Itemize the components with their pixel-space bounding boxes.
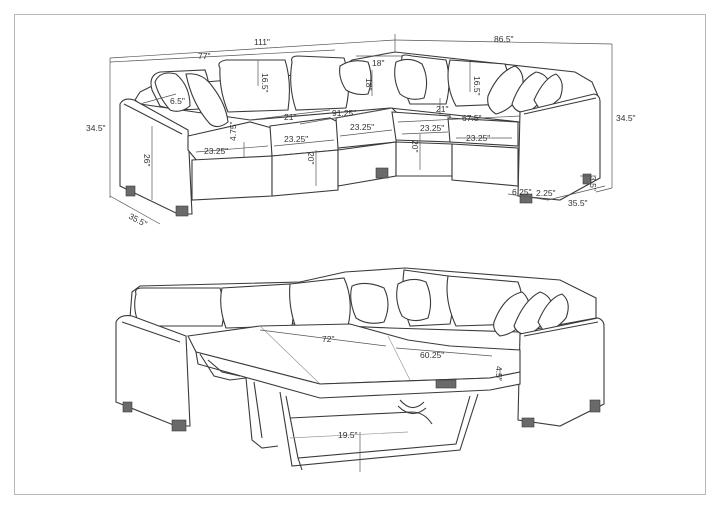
bed-width-label: 60.25"	[420, 350, 444, 360]
seat-height-right-label: 20"	[410, 140, 420, 152]
inner-width-right-label: 67.5"	[462, 113, 482, 123]
seat-cushion-3-label: 23.25"	[350, 122, 374, 132]
top-dimension-lines	[109, 34, 613, 225]
seat-cushion-1-label: 23.25"	[204, 146, 228, 156]
bed-length-label: 72"	[322, 334, 334, 344]
leg-width-label: 6.25"	[512, 187, 532, 197]
seat-depth-left-label: 21"	[284, 112, 296, 122]
arm-height-label: 26"	[142, 154, 152, 166]
depth-right-label: 35.5"	[568, 198, 588, 208]
seat-cushion-4-label: 23.25"	[420, 123, 444, 133]
leg-height-label: 3.5"	[588, 176, 598, 191]
height-left-label: 34.5"	[86, 123, 106, 133]
sofa-bed-drawing	[115, 267, 605, 471]
height-right-label: 34.5"	[616, 113, 636, 123]
bed-height-label: 19.5"	[338, 430, 358, 440]
right-section-width-label: 86.5"	[494, 34, 514, 44]
depth-left-label: 35.5"	[127, 211, 149, 229]
mattress-thickness-label: 4.5"	[494, 366, 504, 381]
left-section-width-label: 77"	[198, 51, 210, 61]
sectional-sofa-drawing	[119, 51, 601, 217]
seat-depth-right-label: 21"	[436, 104, 448, 114]
seat-height-left-label: 20"	[306, 152, 316, 164]
seat-cushion-2-label: 23.25"	[284, 134, 308, 144]
seat-cushion-5-label: 23.25"	[466, 133, 490, 143]
drawing-border	[14, 14, 706, 495]
arm-width-label: 6.5"	[170, 96, 185, 106]
inner-width-left-label: 91.25"	[332, 108, 356, 118]
back-cushion-height-label: 16.5"	[260, 73, 270, 93]
overall-width-label: 111"	[254, 37, 270, 47]
back-cushion-height-right-label: 16.5"	[472, 76, 482, 96]
cushion-thickness-label: 4.75"	[228, 121, 238, 141]
leg-depth-label: 2.25"	[536, 188, 556, 198]
corner-pillow-height-label: 18"	[364, 78, 374, 90]
bottom-dimension-lines	[259, 329, 501, 472]
corner-pillow-label: 18"	[372, 58, 384, 68]
